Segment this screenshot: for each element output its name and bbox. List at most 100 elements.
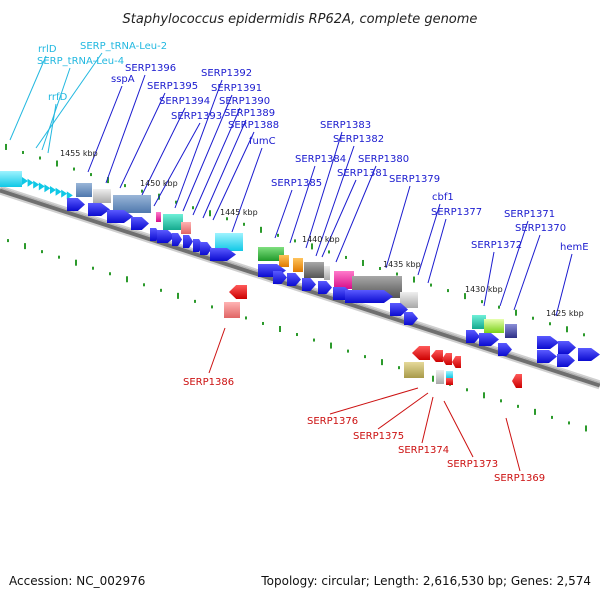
gene-label: SERP1392 (201, 68, 252, 79)
gene-label: SERP1396 (125, 63, 176, 74)
gene-label: fumC (249, 136, 276, 147)
gene-feature (324, 266, 330, 280)
cds-arrow (390, 303, 408, 316)
gene-feature (156, 212, 161, 222)
label-connector (555, 253, 573, 317)
kbp-label: 1435 kbp (383, 260, 421, 269)
cds-arrow (479, 333, 499, 346)
gene-label: SERP1386 (183, 377, 234, 388)
label-connector (417, 203, 441, 276)
reverse-gene-arrow (452, 356, 461, 368)
label-connector (231, 147, 263, 233)
label-connector (174, 79, 223, 209)
label-connector (182, 94, 233, 212)
gene-label: SERP1384 (295, 154, 346, 165)
gene-feature (505, 324, 517, 338)
gene-feature (0, 171, 22, 187)
genome-stats-label: Topology: circular; Length: 2,616,530 bp… (261, 574, 591, 588)
gene-label: SERP1383 (320, 120, 371, 131)
label-connector (35, 52, 103, 149)
gene-label: SERP1370 (515, 223, 566, 234)
reverse-gene-feature (436, 370, 444, 384)
reverse-gene-feature (404, 362, 424, 378)
cds-arrow (157, 230, 175, 243)
cds-arrow (210, 248, 236, 261)
gene-feature (293, 258, 303, 272)
reverse-gene-arrow (412, 346, 430, 360)
gene-feature (400, 292, 418, 308)
outer-tick-marks (5, 143, 585, 337)
label-connector (202, 119, 247, 219)
label-connector (335, 165, 377, 263)
gene-feature (304, 262, 324, 278)
rna-feature (33, 180, 40, 189)
rna-feature (66, 191, 73, 200)
cds-arrow (183, 235, 193, 248)
label-connector (315, 145, 355, 257)
accession-label: Accession: NC_002976 (9, 574, 146, 588)
label-connector (141, 107, 186, 196)
cds-arrow (558, 341, 576, 354)
cds-arrow (302, 278, 316, 291)
gene-labels: sspASERP1396SERP1395SERP1394SERP1393SERP… (37, 41, 589, 484)
rna-feature (55, 187, 62, 196)
reverse-gene-arrow (512, 374, 522, 388)
cds-arrow (287, 273, 301, 286)
label-connector (274, 189, 293, 239)
gene-feature (215, 233, 243, 251)
gene-feature (76, 183, 92, 197)
kbp-label: 1425 kbp (546, 309, 584, 318)
gene-label: cbf1 (432, 192, 454, 203)
gene-label: SERP1371 (504, 209, 555, 220)
label-connector (105, 74, 146, 184)
cds-arrow (172, 233, 182, 246)
label-connector (321, 179, 357, 258)
gene-feature (334, 271, 354, 289)
rna-feature (61, 189, 68, 198)
cds-arrow (404, 312, 418, 325)
gene-label: SERP_tRNA-Leu-4 (37, 56, 124, 67)
label-connector (377, 392, 429, 430)
label-connector (192, 107, 241, 216)
reverse-gene-arrow (229, 285, 247, 299)
gene-label: SERP_tRNA-Leu-2 (80, 41, 167, 52)
cds-arrow (67, 198, 85, 211)
cds-arrow (345, 290, 393, 303)
gene-feature (163, 214, 183, 230)
label-connector (305, 131, 343, 249)
gene-label: SERP1374 (398, 445, 449, 456)
cds-arrow (578, 348, 600, 361)
label-connector (329, 387, 419, 415)
cds-arrow (498, 343, 512, 356)
gene-feature (113, 195, 151, 213)
gene-feature (258, 247, 284, 261)
reverse-gene-arrow (442, 353, 452, 365)
label-connector-lines (9, 52, 573, 472)
cds-arrow (273, 271, 287, 284)
gene-label: SERP1376 (307, 416, 358, 427)
rna-feature (27, 178, 34, 187)
gene-label: SERP1379 (389, 174, 440, 185)
gene-feature (93, 189, 111, 203)
reverse-strand-features (224, 285, 522, 388)
gene-label: SERP1382 (333, 134, 384, 145)
label-connector (385, 185, 411, 269)
cds-arrow (318, 281, 332, 294)
cds-arrow (107, 210, 133, 223)
label-connector (483, 251, 495, 307)
gene-label: SERP1373 (447, 459, 498, 470)
cds-arrow (557, 354, 575, 367)
gene-label: hemE (560, 242, 589, 253)
gene-label: SERP1395 (147, 81, 198, 92)
gene-label: SERP1389 (224, 108, 275, 119)
label-connector (9, 55, 47, 141)
reverse-gene-feature (224, 302, 240, 318)
label-connector (513, 234, 541, 311)
rna-feature (44, 184, 51, 193)
gene-label: SERP1372 (471, 240, 522, 251)
reverse-gene-feature (446, 371, 453, 378)
cds-arrow (537, 350, 557, 363)
gene-label: SERP1388 (228, 120, 279, 131)
